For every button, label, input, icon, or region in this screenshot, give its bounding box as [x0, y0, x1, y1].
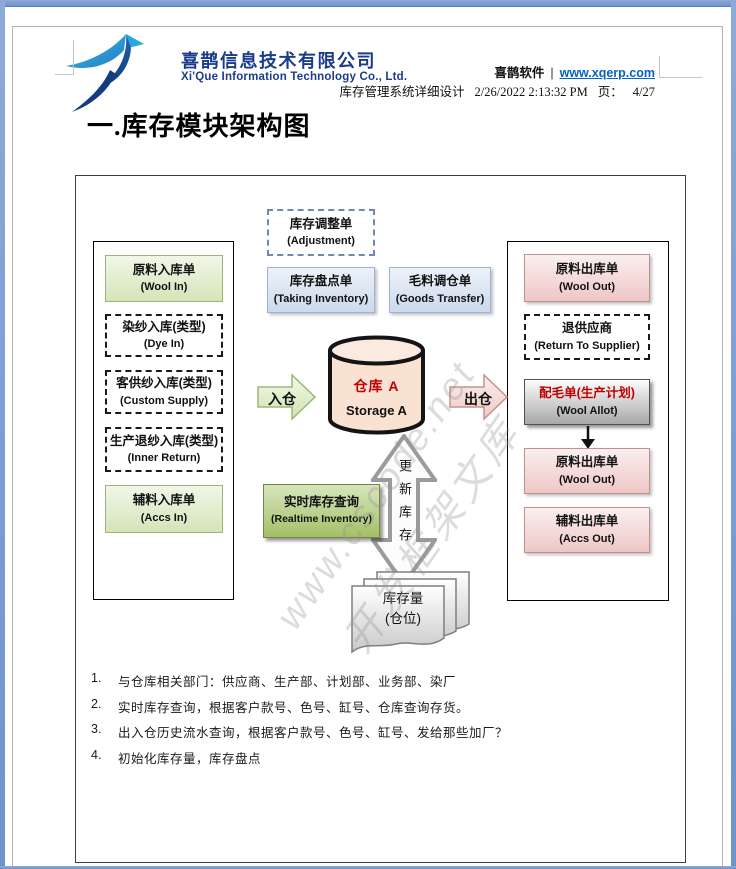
note-item-3: 3. 出入仓历史流水查询，根据客户款号、色号、缸号、发给那些加厂？: [91, 722, 651, 741]
box-accs-in-cn: 辅料入库单: [132, 493, 196, 508]
box-taking-inventory-en: (Taking Inventory): [273, 292, 369, 305]
margin-mark-right-horizontal: [659, 77, 702, 78]
notes-list: 1. 与仓库相关部门：供应商、生产部、计划部、业务部、染厂 2. 实时库存查询，…: [91, 671, 651, 773]
header-doc-line: 库存管理系统详细设计 2/26/2022 2:13:32 PM 页： 4/27: [280, 81, 655, 100]
stock-quantity-line1: 库存量: [382, 591, 424, 606]
margin-mark-left-horizontal: [55, 74, 73, 75]
note-3-text: 出入仓历史流水查询，根据客户款号、色号、缸号、发给那些加厂？: [118, 726, 509, 740]
box-dye-in: 染纱入库(类型) (Dye In): [105, 314, 223, 357]
box-custom-supply: 客供纱入库(类型) (Custom Supply): [105, 370, 223, 414]
box-inner-return: 生产退纱入库(类型) (Inner Return): [105, 427, 223, 472]
window-frame-bottom: [0, 866, 736, 869]
doc-datetime: 2/26/2022 2:13:32 PM: [474, 85, 588, 99]
page-number: 4/27: [632, 85, 655, 99]
box-accs-in: 辅料入库单 (Accs In): [105, 485, 223, 533]
storage-label-en: Storage A: [346, 403, 407, 418]
box-inner-return-en: (Inner Return): [127, 452, 201, 465]
box-taking-inventory: 库存盘点单 (Taking Inventory): [267, 267, 375, 313]
margin-mark-left-vertical: [73, 40, 74, 75]
box-accs-in-en: (Accs In): [140, 511, 188, 524]
note-3-number: 3.: [91, 722, 102, 736]
doc-subtitle: 库存管理系统详细设计: [339, 85, 465, 99]
box-realtime-inventory-en: (Realtime Inventory): [271, 513, 372, 526]
box-inner-return-cn: 生产退纱入库(类型): [109, 433, 219, 448]
window-frame-top: [0, 0, 736, 7]
note-1-number: 1.: [91, 671, 102, 685]
stock-document-stack-icon: [351, 571, 470, 654]
box-wool-out-1: 原料出库单 (Wool Out): [524, 254, 650, 302]
box-dye-in-en: (Dye In): [143, 338, 185, 351]
box-wool-allot: 配毛单(生产计划) (Wool Allot): [524, 379, 650, 425]
box-taking-inventory-cn: 库存盘点单: [289, 274, 353, 289]
box-wool-allot-cn: 配毛单(生产计划): [539, 386, 635, 401]
storage-cylinder-icon: [328, 335, 425, 435]
outbound-group: 原料出库单 (Wool Out) 退供应商 (Return To Supplie…: [507, 241, 669, 601]
update-stock-label: 更新库存: [397, 459, 412, 551]
box-realtime-inventory: 实时库存查询 (Realtime Inventory): [263, 484, 380, 538]
box-wool-out-1-cn: 原料出库单: [555, 262, 619, 277]
website-link[interactable]: www.xqerp.com: [559, 66, 655, 80]
box-dye-in-cn: 染纱入库(类型): [122, 319, 206, 334]
box-adjustment-cn: 库存调整单: [289, 216, 353, 231]
note-2-text: 实时库存查询，根据客户款号、色号、缸号、仓库查询存货。: [118, 700, 470, 715]
magpie-logo-icon: [66, 34, 144, 112]
box-wool-out-2-en: (Wool Out): [559, 473, 615, 486]
box-goods-transfer: 毛料调仓单 (Goods Transfer): [389, 267, 491, 313]
box-wool-out-2: 原料出库单 (Wool Out): [524, 448, 650, 494]
stock-quantity-label: 库存量 (仓位): [357, 589, 449, 628]
window-frame-right: [731, 0, 736, 869]
box-accs-out-en: (Accs Out): [559, 532, 615, 545]
box-adjustment-en: (Adjustment): [287, 235, 355, 248]
brand-divider: |: [550, 66, 554, 80]
arrow-out-label: 出仓: [464, 391, 492, 407]
margin-mark-right-vertical: [659, 56, 660, 78]
note-1-text: 与仓库相关部门：供应商、生产部、计划部、业务部、染厂: [118, 675, 457, 689]
stock-quantity-line2: (仓位): [385, 610, 421, 626]
allot-down-arrow-icon: [581, 426, 595, 449]
box-custom-supply-en: (Custom Supply): [120, 394, 208, 407]
box-adjustment: 库存调整单 (Adjustment): [267, 209, 375, 256]
box-return-to-supplier: 退供应商 (Return To Supplier): [524, 314, 650, 360]
architecture-diagram: 库存调整单 (Adjustment) 库存盘点单 (Taking Invento…: [75, 175, 686, 863]
header-brand-line: 喜鹊软件 | www.xqerp.com: [380, 62, 655, 81]
box-goods-transfer-cn: 毛料调仓单: [408, 274, 472, 289]
note-item-2: 2. 实时库存查询，根据客户款号、色号、缸号、仓库查询存货。: [91, 697, 651, 716]
outbound-arrow-icon: [449, 373, 509, 421]
box-wool-in: 原料入库单 (Wool In): [105, 255, 223, 302]
brand-name: 喜鹊软件: [494, 66, 545, 80]
box-goods-transfer-en: (Goods Transfer): [395, 292, 485, 305]
box-accs-out-cn: 辅料出库单: [555, 514, 619, 529]
storage-label: 仓库 A Storage A: [326, 376, 427, 418]
arrow-in-label: 入仓: [268, 391, 296, 407]
page-label: 页：: [597, 85, 623, 99]
note-item-1: 1. 与仓库相关部门：供应商、生产部、计划部、业务部、染厂: [91, 671, 651, 690]
note-4-text: 初始化库存量，库存盘点: [118, 751, 262, 766]
page-title: 一.库存模块架构图: [87, 112, 311, 141]
box-wool-allot-en: (Wool Allot): [556, 404, 618, 417]
storage-label-cn: 仓库 A: [353, 378, 400, 394]
box-custom-supply-cn: 客供纱入库(类型): [116, 376, 212, 391]
note-4-number: 4.: [91, 747, 102, 762]
note-2-number: 2.: [91, 696, 102, 711]
box-accs-out: 辅料出库单 (Accs Out): [524, 507, 650, 553]
inbound-arrow-icon: [257, 373, 317, 421]
box-return-to-supplier-en: (Return To Supplier): [534, 339, 640, 352]
company-name-cn: 喜鹊信息技术有限公司: [181, 51, 376, 71]
box-realtime-inventory-cn: 实时库存查询: [283, 495, 359, 510]
inbound-group: 原料入库单 (Wool In) 染纱入库(类型) (Dye In) 客供纱入库(…: [93, 241, 234, 600]
box-wool-out-2-cn: 原料出库单: [555, 455, 619, 470]
company-name-en: Xi'Que Information Technology Co., Ltd.: [181, 71, 408, 83]
box-wool-out-1-en: (Wool Out): [559, 280, 615, 293]
box-wool-in-en: (Wool In): [140, 281, 188, 294]
box-wool-in-cn: 原料入库单: [132, 262, 196, 277]
box-return-to-supplier-cn: 退供应商: [561, 321, 612, 336]
note-item-4: 4. 初始化库存量，库存盘点: [91, 748, 651, 767]
window-frame-left: [0, 0, 5, 869]
